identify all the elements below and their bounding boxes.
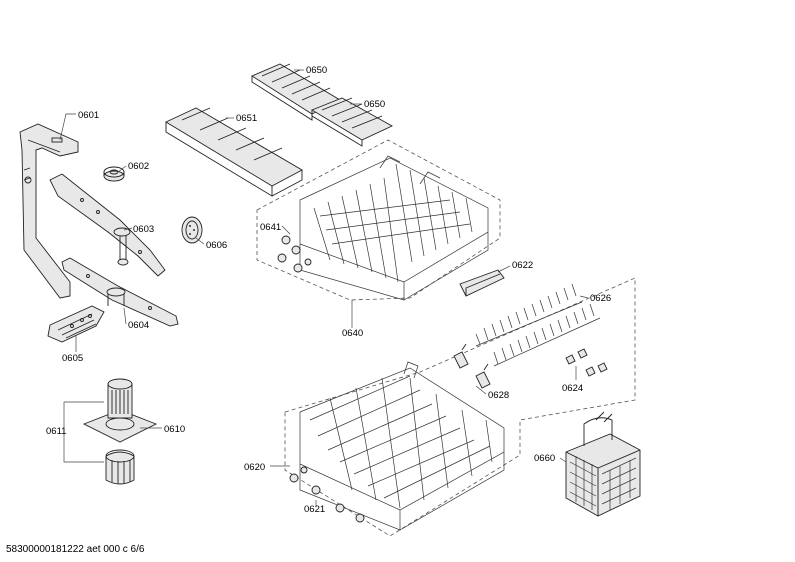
upper-basket-part	[299, 155, 489, 301]
callout-0602: 0602	[128, 161, 149, 172]
callout-0650-top: 0650	[306, 65, 327, 76]
filter-assembly-part	[82, 378, 158, 485]
callout-0606: 0606	[206, 240, 227, 251]
callout-0641: 0641	[260, 222, 281, 233]
callout-0621: 0621	[304, 504, 325, 515]
cutlery-basket-part	[565, 411, 641, 517]
upper-basket-group-outline	[256, 139, 501, 301]
callout-0610: 0610	[164, 424, 185, 435]
callout-0624: 0624	[562, 383, 583, 394]
callout-0620: 0620	[244, 462, 265, 473]
supply-pipe-part	[19, 123, 79, 299]
lower-rollers-part	[289, 466, 365, 523]
callout-0651: 0651	[236, 113, 257, 124]
callout-0601: 0601	[78, 110, 99, 121]
callout-0626: 0626	[590, 293, 611, 304]
callout-0660: 0660	[534, 453, 555, 464]
callout-0650-bottom: 0650	[364, 99, 385, 110]
lower-spray-arm-part	[61, 257, 179, 327]
callout-0628: 0628	[488, 390, 509, 401]
callout-0640: 0640	[342, 328, 363, 339]
knife-rack-part-2	[310, 97, 393, 147]
lower-basket-part	[299, 361, 505, 531]
callout-0605: 0605	[62, 353, 83, 364]
small-clips-part	[565, 348, 608, 377]
fine-filter-part	[47, 305, 105, 343]
upper-rollers-part	[277, 235, 312, 273]
basket-handle-part	[459, 269, 505, 297]
callout-0611: 0611	[46, 426, 66, 437]
lower-basket-group-outline	[284, 277, 636, 537]
clips-part	[453, 343, 491, 389]
nut-part	[103, 166, 125, 182]
callout-0604: 0604	[128, 320, 149, 331]
folding-tines-part	[475, 283, 601, 367]
cup-rack-part	[165, 107, 303, 197]
document-id: 58300000181222 aet 000 c 6/6	[6, 544, 145, 555]
leader-lines	[59, 69, 589, 506]
upper-spray-arm-part	[49, 173, 166, 277]
knife-rack-part-1	[251, 63, 341, 121]
filter-disc-part	[181, 216, 203, 244]
callout-0622: 0622	[512, 260, 533, 271]
callout-0603: 0603	[133, 224, 154, 235]
